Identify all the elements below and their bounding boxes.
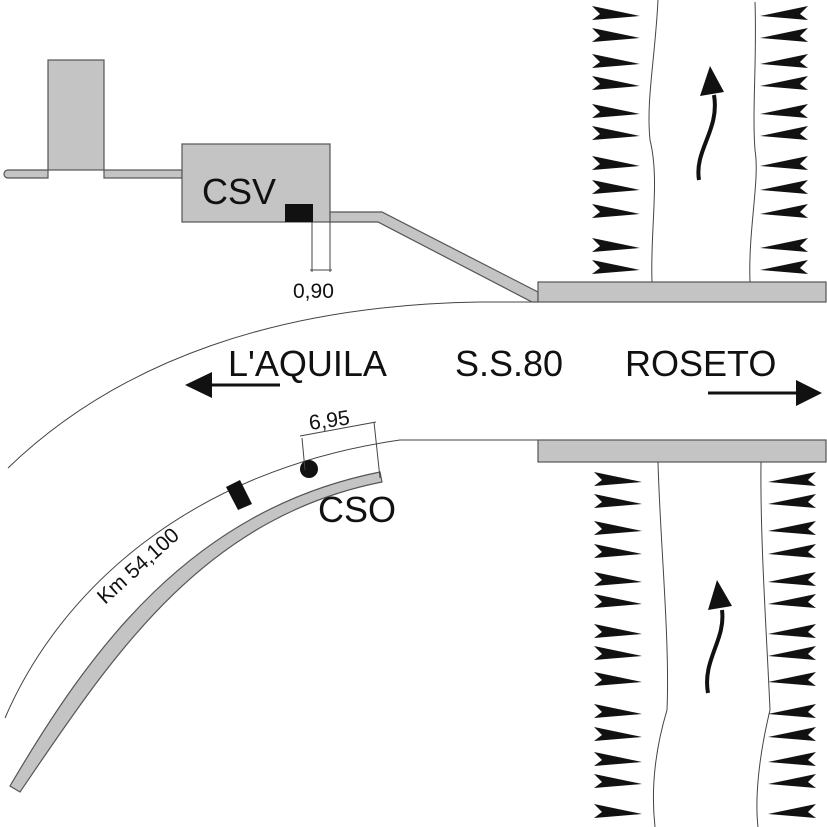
hachure-right bbox=[760, 54, 808, 68]
hachure-right bbox=[768, 472, 816, 486]
hachure-right bbox=[760, 204, 808, 218]
hachure-right bbox=[760, 180, 808, 194]
hachure-right bbox=[768, 727, 816, 741]
hachure-right bbox=[760, 76, 808, 90]
direction-label-roseto: ROSETO bbox=[625, 343, 776, 384]
flow-arrow-lower-icon bbox=[705, 580, 732, 694]
road-name-label: S.S.80 bbox=[455, 343, 563, 384]
tower-structure bbox=[47, 59, 105, 171]
road-edge-upper bbox=[7, 301, 540, 469]
hachure-left bbox=[592, 54, 640, 68]
hachure-left bbox=[594, 544, 642, 558]
hachure-left bbox=[594, 704, 642, 718]
hachure-left bbox=[592, 180, 640, 194]
station-label-cso: CSO bbox=[318, 489, 396, 530]
cso-station-dot bbox=[300, 460, 318, 478]
offset-label-cso: 6,95 bbox=[307, 406, 351, 434]
hachure-left bbox=[592, 6, 640, 20]
hachure-right bbox=[768, 672, 816, 686]
hachure-right bbox=[760, 126, 808, 140]
flow-arrow-upper-icon bbox=[696, 66, 724, 181]
hachure-right bbox=[768, 494, 816, 508]
hachure-right bbox=[768, 646, 816, 660]
hachure-left bbox=[594, 752, 642, 766]
hachure-left bbox=[592, 260, 640, 274]
hachure-left bbox=[594, 774, 642, 788]
hachure-right bbox=[768, 544, 816, 558]
river-bank-left-upper bbox=[648, 0, 659, 283]
hachure-left bbox=[592, 238, 640, 252]
hachure-left bbox=[592, 104, 640, 118]
station-label-csv: CSV bbox=[202, 171, 276, 212]
river-bank-right-upper bbox=[749, 1, 757, 283]
hachure-right bbox=[760, 28, 808, 42]
hachure-left bbox=[592, 156, 640, 170]
arrow-right-icon bbox=[708, 380, 822, 406]
pipe-middle bbox=[103, 169, 183, 179]
bridge-deck-upper bbox=[537, 281, 827, 303]
hachure-left bbox=[594, 672, 642, 686]
hachure-left bbox=[592, 126, 640, 140]
hachure-right bbox=[760, 260, 808, 274]
arrow-left-icon bbox=[185, 372, 280, 398]
hachure-right bbox=[768, 624, 816, 638]
road-edge-lower bbox=[4, 439, 540, 719]
hachure-left bbox=[594, 494, 642, 508]
hachure-right bbox=[768, 752, 816, 766]
pipe-left bbox=[3, 169, 49, 179]
offset-label-csv: 0,90 bbox=[293, 280, 334, 303]
hachure-left bbox=[594, 646, 642, 660]
hachure-right bbox=[768, 594, 816, 608]
hachure-left bbox=[592, 76, 640, 90]
hachure-left bbox=[594, 624, 642, 638]
dimension-lines-695 bbox=[299, 421, 381, 479]
hachure-right bbox=[760, 238, 808, 252]
direction-label-laquila: L'AQUILA bbox=[228, 343, 387, 384]
hachure-left bbox=[594, 594, 642, 608]
curved-wall-lower bbox=[9, 471, 383, 793]
river-bank-left-lower bbox=[652, 461, 669, 827]
hachure-left bbox=[594, 472, 642, 486]
connector-pipe bbox=[329, 211, 539, 303]
hachure-right bbox=[768, 521, 816, 535]
hachure-left bbox=[592, 28, 640, 42]
river-bank-right-lower bbox=[756, 461, 771, 827]
hachure-right bbox=[768, 704, 816, 718]
hachure-left bbox=[594, 727, 642, 741]
hachure-left bbox=[594, 804, 642, 818]
hachure-right bbox=[768, 774, 816, 788]
hachure-left bbox=[594, 521, 642, 535]
hachure-left bbox=[592, 204, 640, 218]
hachure-right bbox=[760, 104, 808, 118]
bridge-deck-lower bbox=[537, 439, 827, 463]
hachure-left bbox=[594, 572, 642, 586]
dimension-lines-090 bbox=[310, 222, 332, 272]
hachure-right bbox=[768, 572, 816, 586]
hachure-right bbox=[760, 6, 808, 20]
hachure-right bbox=[760, 156, 808, 170]
km-marker-block bbox=[226, 480, 252, 510]
embankment-hachures bbox=[592, 6, 816, 818]
hachure-right bbox=[768, 804, 816, 818]
csv-gauge-marker bbox=[285, 204, 313, 222]
